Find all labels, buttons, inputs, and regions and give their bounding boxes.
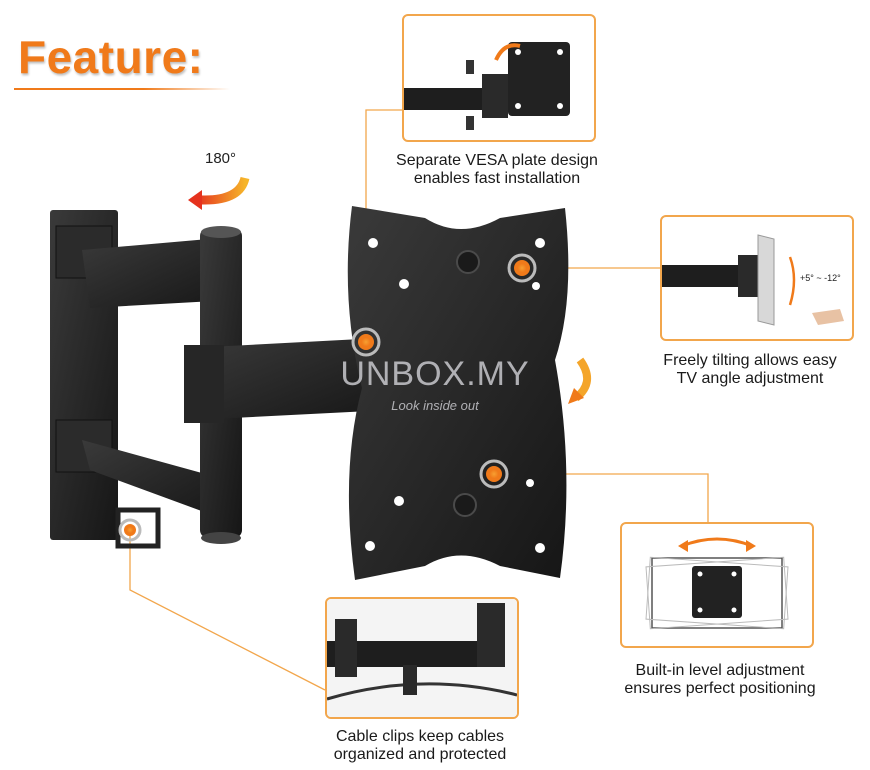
feature-caption-tilt: Freely tilting allows easy TV angle adju… [630,352,870,388]
watermark-brand: UNBOX.MY [340,355,530,393]
vesa-detail-image [404,42,570,130]
feature-caption-line: enables fast installation [413,170,581,187]
feature-caption-line: Freely tilting allows easy [663,352,837,369]
vesa-plate [347,206,569,580]
lower-arm [82,440,226,520]
page-title: Feature: [18,31,204,83]
feature-caption-line: organized and protected [333,746,507,763]
feature-caption-line: Built-in level adjustment [635,662,805,679]
upper-arm [82,238,232,308]
highlight-dots [118,253,537,542]
rotation-label: 180° [205,150,237,167]
tilt-range-label: +5° ~ -12° [800,273,841,283]
feature-caption-cable: Cable clips keep cables organized and pr… [290,728,550,764]
title-underline [14,88,230,90]
feature-caption-line: Cable clips keep cables [335,728,505,745]
cable-detail-image [327,599,517,717]
feature-caption-level: Built-in level adjustment ensures perfec… [590,662,850,698]
feature-box-vesa [402,14,596,142]
feature-caption-line: ensures perfect positioning [624,680,816,697]
rotation-arrow [196,176,250,205]
tilt-detail-image: +5° ~ -12° [662,234,844,326]
feature-caption-vesa: Separate VESA plate design enables fast … [362,152,632,188]
level-detail-image [645,537,789,630]
watermark-tagline: Look inside out [391,398,479,413]
middle-arm [190,338,390,420]
feature-caption-line: TV angle adjustment [676,370,824,387]
cable-clip [115,507,161,549]
feature-caption-line: Separate VESA plate design [396,152,598,169]
watermark: UNBOX.MY Look inside out [330,355,540,413]
feature-box-cable [325,597,519,719]
feature-box-tilt: +5° ~ -12° [660,215,854,341]
feature-box-level [620,522,814,648]
